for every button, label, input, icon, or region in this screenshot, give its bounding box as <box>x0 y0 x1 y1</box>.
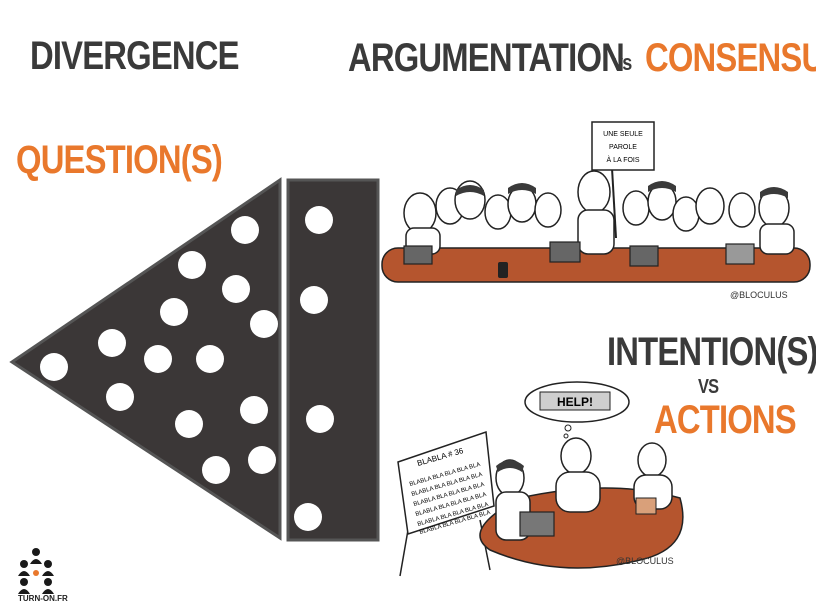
notebook <box>635 497 657 515</box>
title-vs-intentions-actions: VS <box>698 376 719 398</box>
person <box>695 187 725 225</box>
person <box>637 442 667 478</box>
artist-signature: @BLOCULUS <box>616 556 674 566</box>
laptop <box>549 241 581 263</box>
person <box>577 209 615 255</box>
title-intentions: INTENTION(S) <box>607 330 816 374</box>
logo-text: TURN-ON.FR <box>18 594 68 603</box>
person <box>403 192 437 234</box>
sign-board <box>591 121 655 171</box>
help-banner <box>539 391 611 411</box>
person <box>484 194 512 230</box>
person <box>672 196 700 232</box>
help-text: HELP! <box>557 395 593 409</box>
sign-text: À LA FOIS <box>606 155 639 164</box>
turn-on-logo <box>18 548 54 594</box>
idea-dot <box>144 345 172 373</box>
idea-dot <box>98 329 126 357</box>
title-vs-argumentation-consensus: vs <box>613 50 632 75</box>
idea-dot <box>250 310 278 338</box>
idea-dot <box>175 410 203 438</box>
laptop <box>403 245 433 265</box>
meeting-sketch: UNE SEULE PAROLE À LA FOIS <box>381 121 811 283</box>
person <box>577 170 611 214</box>
idea-dots <box>40 206 334 531</box>
laptop <box>725 243 755 265</box>
convergence-bar <box>286 178 380 542</box>
idea-dot <box>178 251 206 279</box>
laptops <box>403 241 755 267</box>
idea-dot <box>231 216 259 244</box>
idea-dot <box>248 446 276 474</box>
idea-dot <box>222 275 250 303</box>
idea-dot <box>240 396 268 424</box>
title-divergence: DIVERGENCE <box>30 34 240 78</box>
laptop <box>629 245 659 267</box>
idea-dot <box>106 383 134 411</box>
title-argumentation: ARGUMENTATION <box>348 36 625 80</box>
idea-dot <box>300 286 328 314</box>
whiteboard: BLABLA # 36 BLABLA BLA BLA BLA BLA BLABL… <box>397 430 495 577</box>
idea-dot <box>202 456 230 484</box>
sign-text: PAROLE <box>609 144 637 151</box>
meeting-people <box>403 170 795 255</box>
laptop <box>519 511 555 537</box>
help-table <box>479 487 684 569</box>
title-actions: ACTIONS <box>654 398 797 442</box>
person <box>560 437 592 475</box>
sign-text: UNE SEULE <box>603 131 643 138</box>
help-meeting-sketch: BLABLA # 36 BLABLA BLA BLA BLA BLA BLABL… <box>397 381 684 577</box>
person <box>534 192 562 228</box>
title-questions: QUESTION(S) <box>16 138 223 182</box>
hair <box>456 181 788 198</box>
person <box>622 190 650 226</box>
idea-dot <box>160 298 188 326</box>
person <box>728 192 756 228</box>
idea-dot <box>306 405 334 433</box>
artist-signature: @BLOCULUS <box>730 290 788 300</box>
idea-dot <box>40 353 68 381</box>
person <box>555 471 601 513</box>
idea-dot <box>196 345 224 373</box>
idea-dot <box>294 503 322 531</box>
idea-dot <box>305 206 333 234</box>
title-consensus: CONSENSUS <box>645 36 816 80</box>
person <box>759 223 795 255</box>
phone <box>498 262 508 278</box>
thought-bubble: HELP! <box>524 381 630 439</box>
